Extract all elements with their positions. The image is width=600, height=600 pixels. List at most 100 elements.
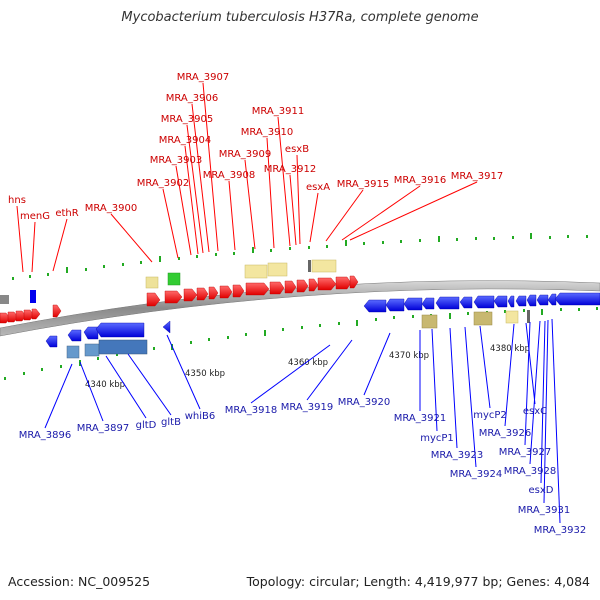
gene-label[interactable]: gltB [161, 417, 181, 428]
rna-feature [421, 314, 438, 329]
gene-label[interactable]: gltD [136, 420, 157, 431]
leader-line [306, 339, 353, 401]
scale-tick [438, 236, 440, 242]
gene-label[interactable]: MRA_3916 [394, 175, 446, 186]
gene-arrow [146, 292, 161, 307]
rna-feature [527, 310, 530, 323]
leader-line [31, 221, 36, 273]
gene-label[interactable]: mycP1 [420, 433, 454, 444]
gene-arrow [83, 326, 99, 340]
scale-tick [456, 238, 458, 241]
scale-tick [153, 347, 155, 350]
gene-label[interactable]: MRA_3908 [203, 170, 255, 181]
scale-label: 4380 kbp [490, 344, 530, 354]
scale-tick [116, 353, 118, 356]
gene-arrow [385, 298, 405, 312]
gene-label[interactable]: MRA_3920 [338, 397, 390, 408]
leader-line [250, 344, 331, 404]
scale-tick [449, 313, 451, 319]
gene-label[interactable]: MRA_3919 [281, 402, 333, 413]
gene-label[interactable]: MRA_3896 [19, 430, 71, 441]
gene-label[interactable]: MRA_3915 [337, 179, 389, 190]
leader-line [464, 326, 477, 468]
rna-feature [66, 345, 80, 359]
gene-arrow [435, 296, 460, 310]
gene-arrow [473, 295, 495, 309]
gene-label[interactable]: MRA_3924 [450, 469, 502, 480]
gene-label[interactable]: MRA_3904 [159, 135, 211, 146]
scale-tick [85, 268, 87, 271]
gene-label[interactable]: hns [8, 195, 26, 206]
gene-label[interactable]: MRA_3912 [264, 164, 316, 175]
gene-label[interactable]: MRA_3910 [241, 127, 293, 138]
genome-title: Mycobacterium tuberculosis H37Ra, comple… [121, 10, 479, 25]
gene-label[interactable]: MRA_3931 [518, 505, 570, 516]
gene-label[interactable]: MRA_3926 [479, 428, 531, 439]
gene-label[interactable]: ethR [55, 208, 78, 219]
scale-tick [560, 308, 562, 311]
gene-label[interactable]: MRA_3928 [504, 466, 556, 477]
gene-arrow [363, 299, 387, 313]
scale-tick [493, 237, 495, 240]
leader-line [524, 321, 531, 446]
scale-tick [190, 341, 192, 344]
gene-label[interactable]: MRA_3921 [394, 413, 446, 424]
scale-tick [12, 277, 14, 280]
scale-tick [270, 249, 272, 252]
scale-tick [475, 237, 477, 240]
gene-label[interactable]: MRA_3917 [451, 171, 503, 182]
scale-tick [549, 236, 551, 239]
gene-arrow [317, 277, 337, 291]
scale-tick [345, 240, 347, 246]
leader-line [525, 322, 536, 405]
gene-label[interactable]: MRA_3900 [85, 203, 137, 214]
gene-label[interactable]: MRA_3905 [161, 114, 213, 125]
leader-line [431, 328, 438, 432]
scale-tick [596, 307, 598, 310]
gene-label[interactable]: MRA_3923 [431, 450, 483, 461]
gene-arrow [335, 276, 352, 290]
gene-label[interactable]: MRA_3897 [77, 423, 129, 434]
gene-label[interactable]: MRA_3903 [150, 155, 202, 166]
gene-arrow [296, 279, 309, 293]
gene-label[interactable]: esxC [523, 406, 547, 417]
gene-label[interactable]: MRA_3932 [534, 525, 586, 536]
gene-label[interactable]: esxD [529, 485, 554, 496]
rna-feature [98, 339, 148, 355]
gene-label[interactable]: whiB6 [185, 411, 216, 422]
leader-line [363, 332, 391, 396]
scale-tick [541, 309, 543, 315]
scale-tick [504, 310, 506, 313]
forward-genes [0, 275, 359, 324]
rna-feature [308, 260, 311, 272]
gene-arrow [45, 335, 58, 348]
rna-feature [0, 295, 9, 304]
gene-arrow [308, 278, 319, 292]
leader-line [325, 189, 364, 242]
gene-label[interactable]: MRA_3902 [137, 178, 189, 189]
gene-label[interactable]: mycP2 [473, 410, 507, 421]
leader-line [186, 124, 204, 254]
gene-label[interactable]: MRA_3911 [252, 106, 304, 117]
scale-tick [289, 247, 291, 250]
gene-label[interactable]: MRA_3906 [166, 93, 218, 104]
gene-label[interactable]: MRA_3927 [499, 447, 551, 458]
leader-line [110, 213, 153, 263]
accession-text: Accession: NC_009525 [8, 574, 151, 589]
scale-tick [375, 318, 377, 321]
leader-line [529, 320, 541, 465]
scale-tick [282, 328, 284, 331]
gene-label[interactable]: MRA_3918 [225, 405, 277, 416]
scale-tick [29, 275, 31, 278]
gene-label[interactable]: menG [20, 211, 50, 222]
gene-label[interactable]: MRA_3907 [177, 72, 229, 83]
gene-label[interactable]: esxB [285, 144, 309, 155]
scale-tick [578, 308, 580, 311]
scale-tick [159, 256, 161, 262]
leader-line [266, 137, 275, 249]
gene-label[interactable]: esxA [306, 182, 330, 193]
gene-label[interactable]: MRA_3909 [219, 149, 271, 160]
rna-feature [30, 290, 36, 303]
scale-tick [103, 265, 105, 268]
